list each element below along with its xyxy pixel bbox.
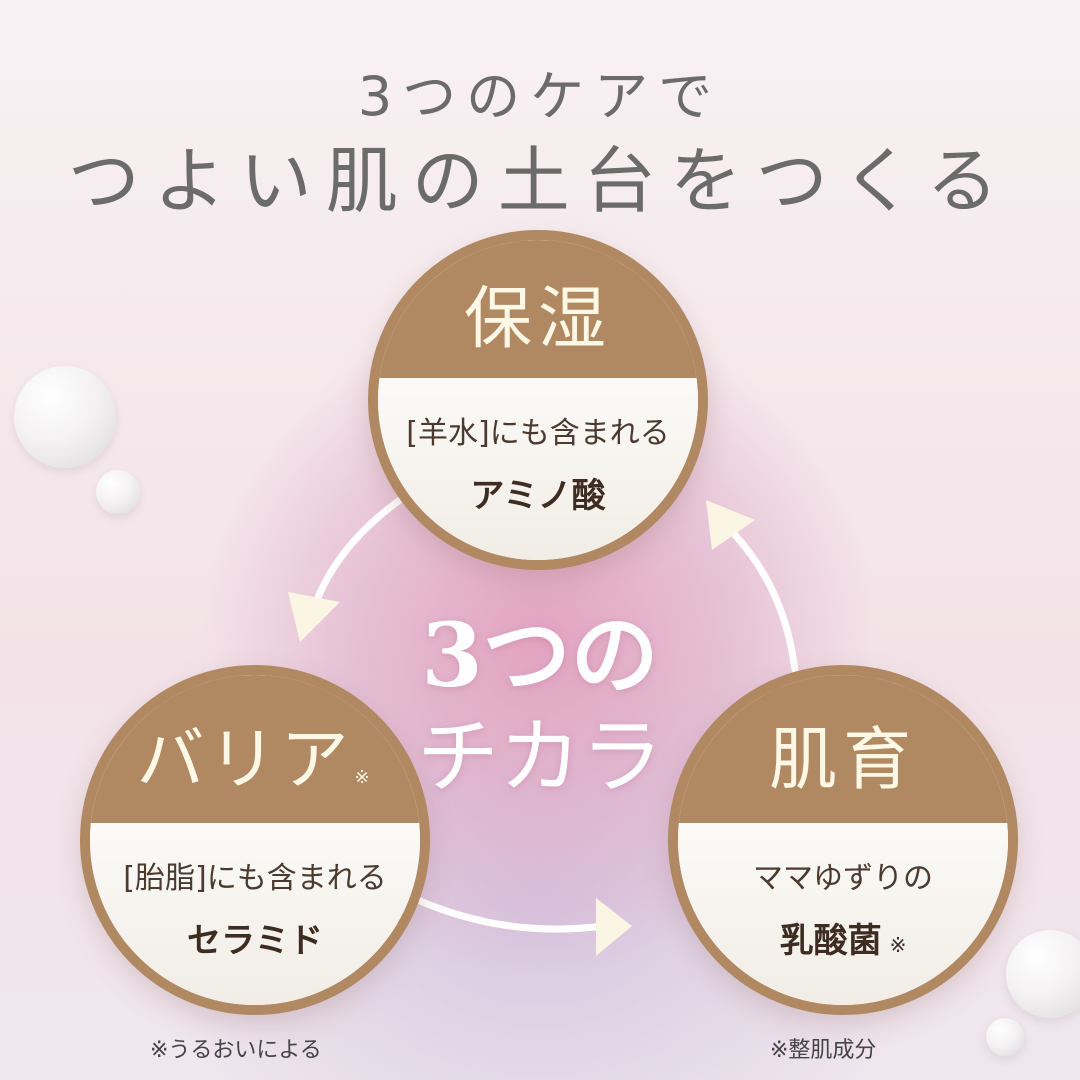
- skin-growth-ingredient-mark: ※: [889, 933, 907, 957]
- barrier-title-area: バリア※: [90, 675, 420, 823]
- arrow-head: [706, 500, 755, 550]
- barrier-body: [胎脂]にも含まれる セラミド: [90, 823, 420, 1005]
- moisture-title: 保湿: [378, 240, 698, 378]
- arrow-skin-to-moisture: [731, 531, 799, 674]
- moisture-ingredient: アミノ酸: [470, 476, 606, 516]
- moisture-subtitle: [羊水]にも含まれる: [406, 416, 670, 451]
- arrow-head: [596, 898, 632, 956]
- heading-line2: つよい肌の土台をつくる: [67, 139, 1013, 223]
- barrier-footnote: ※うるおいによる: [150, 1038, 322, 1063]
- skin-footnote: ※整肌成分: [770, 1038, 877, 1063]
- skin-growth-card: 肌育 ママゆずりの 乳酸菌 ※: [668, 665, 1018, 1015]
- skin-growth-ingredient-line: 乳酸菌 ※: [678, 913, 1008, 962]
- heading-line1: 3つのケアで: [357, 65, 723, 128]
- moisture-card: 保湿 [羊水]にも含まれる アミノ酸: [368, 230, 708, 570]
- skin-growth-subtitle: ママゆずりの: [753, 861, 933, 896]
- barrier-subtitle: [胎脂]にも含まれる: [123, 861, 387, 896]
- bubble-decoration: [14, 366, 116, 468]
- skin-growth-ingredient: 乳酸菌: [779, 921, 882, 961]
- arrow-barrier-to-skin: [414, 896, 614, 933]
- barrier-title: バリア: [136, 721, 353, 800]
- center-label-line2: チカラ: [416, 710, 663, 805]
- bubble-decoration: [1006, 930, 1080, 1018]
- barrier-card: バリア※ [胎脂]にも含まれる セラミド: [80, 665, 430, 1015]
- barrier-title-mark: ※: [354, 767, 374, 788]
- bubble-decoration: [96, 470, 140, 514]
- center-label-line1: 3つの: [421, 603, 659, 707]
- arrow-head: [288, 592, 340, 642]
- skin-growth-title: 肌育: [678, 675, 1008, 823]
- bubble-decoration: [986, 1018, 1024, 1056]
- skin-growth-body: ママゆずりの 乳酸菌 ※: [678, 823, 1008, 1005]
- moisture-body: [羊水]にも含まれる アミノ酸: [378, 378, 698, 560]
- barrier-ingredient: セラミド: [187, 921, 323, 961]
